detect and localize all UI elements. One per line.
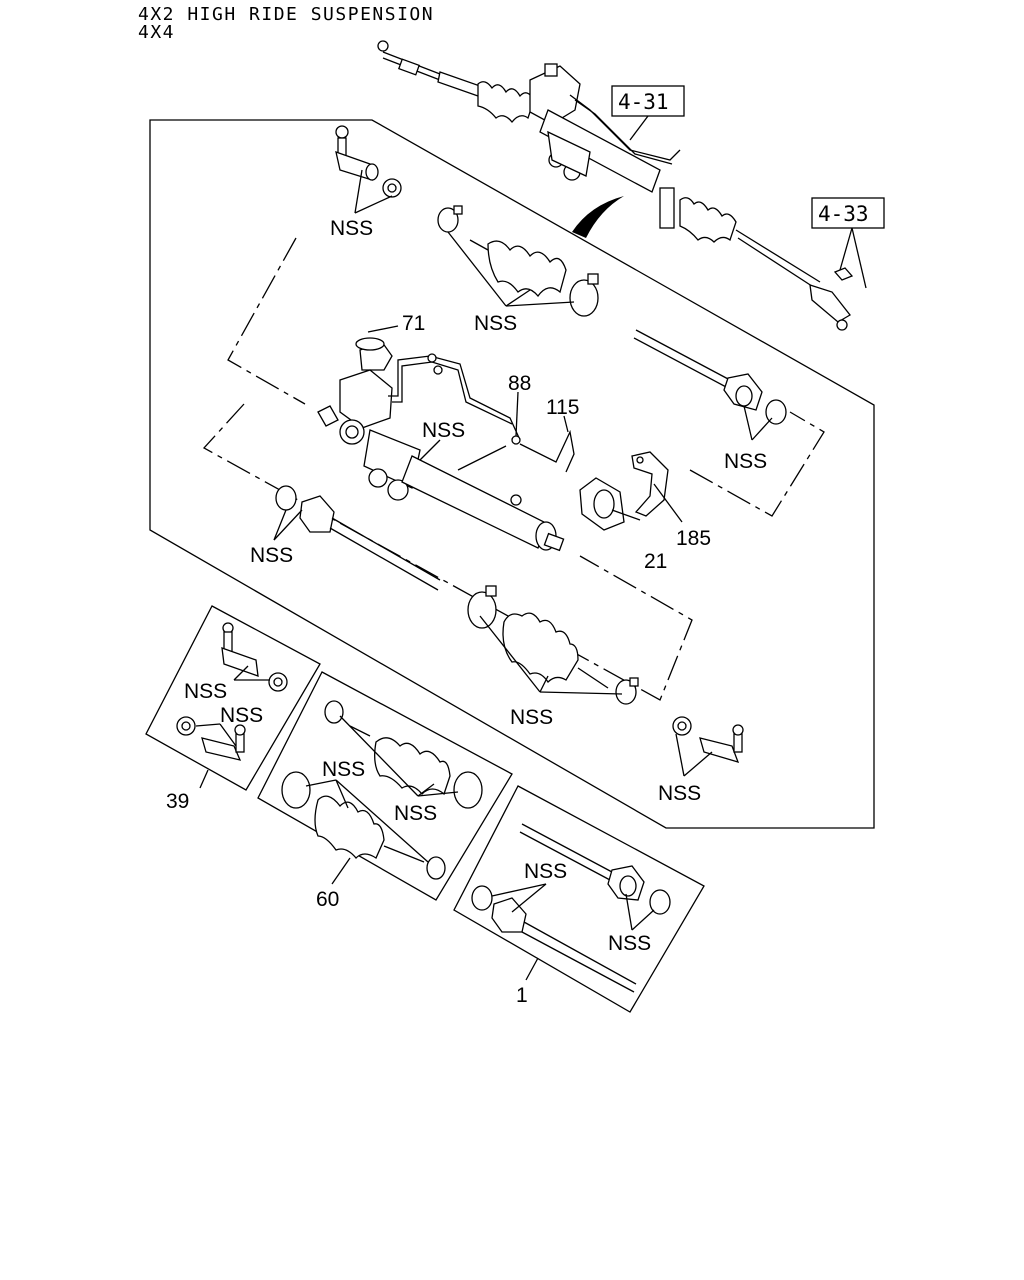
nss-label-kit39-lower: NSS [220, 704, 263, 727]
o-ring-71 [355, 337, 385, 351]
nss-label-lower-inner-rod: NSS [250, 544, 293, 567]
upper-boot-clamp [437, 205, 463, 233]
diagram-subtitle: 4X4 [138, 22, 176, 43]
reference-4-31[interactable]: 4-31 [611, 85, 685, 141]
upper-boot [469, 239, 567, 298]
callout-185[interactable]: 185 [676, 527, 711, 550]
leader-lines [195, 169, 773, 981]
steering-gear-housing [317, 341, 575, 552]
upper-inner-tie-rod [633, 329, 787, 425]
callout-60[interactable]: 60 [316, 888, 339, 911]
nss-label-upper-boot: NSS [474, 312, 517, 335]
assembled-steering-gear [377, 40, 854, 331]
kit-1-parts [471, 823, 671, 993]
inner-frame-upper [227, 237, 306, 405]
callout-1[interactable]: 1 [516, 984, 528, 1007]
nss-label-gear-housing: NSS [422, 419, 465, 442]
exploded-view-arrow [572, 196, 624, 238]
main-assembly-outline [149, 119, 875, 829]
lower-outer-clamp [467, 585, 497, 629]
nss-label-kit39-upper: NSS [184, 680, 227, 703]
nss-label-kit60-upper: NSS [322, 758, 365, 781]
reference-4-33[interactable]: 4-33 [811, 197, 885, 289]
kit-60-parts [281, 700, 483, 880]
lower-tie-rod-end [672, 716, 744, 763]
lower-inner-tie-rod [275, 485, 441, 591]
lower-boot [502, 612, 609, 689]
nss-label-kit60-lower: NSS [394, 802, 437, 825]
mount-bracket-185 [631, 451, 669, 517]
callout-39[interactable]: 39 [166, 790, 189, 813]
callout-115[interactable]: 115 [546, 396, 579, 419]
kit-39-outline [145, 605, 321, 791]
nss-label-kit1-upper: NSS [524, 860, 567, 883]
callout-21[interactable]: 21 [644, 550, 667, 573]
callout-88[interactable]: 88 [508, 372, 531, 395]
upper-outer-clamp [569, 273, 599, 317]
nss-label-kit1-lower: NSS [608, 932, 651, 955]
diagram-title: 4X2 HIGH RIDE SUSPENSION [138, 4, 435, 25]
kit-39-parts [176, 622, 288, 761]
nss-label-lower-tie-rod-end: NSS [658, 782, 701, 805]
inner-frame-right [689, 411, 825, 517]
lower-boot-clamp [615, 677, 639, 705]
reference-4-31-label: 4-31 [618, 90, 669, 114]
nss-label-upper-tie-rod-end: NSS [330, 217, 373, 240]
mount-bushing-21 [579, 477, 625, 531]
kit-60-outline [257, 671, 513, 901]
upper-tie-rod-end [335, 125, 402, 198]
callout-71[interactable]: 71 [402, 312, 425, 335]
nss-label-upper-inner-rod: NSS [724, 450, 767, 473]
nss-label-lower-boot: NSS [510, 706, 553, 729]
reference-4-33-label: 4-33 [818, 202, 869, 226]
inner-frame-lower [202, 403, 693, 701]
kit-1-outline [453, 785, 705, 1013]
